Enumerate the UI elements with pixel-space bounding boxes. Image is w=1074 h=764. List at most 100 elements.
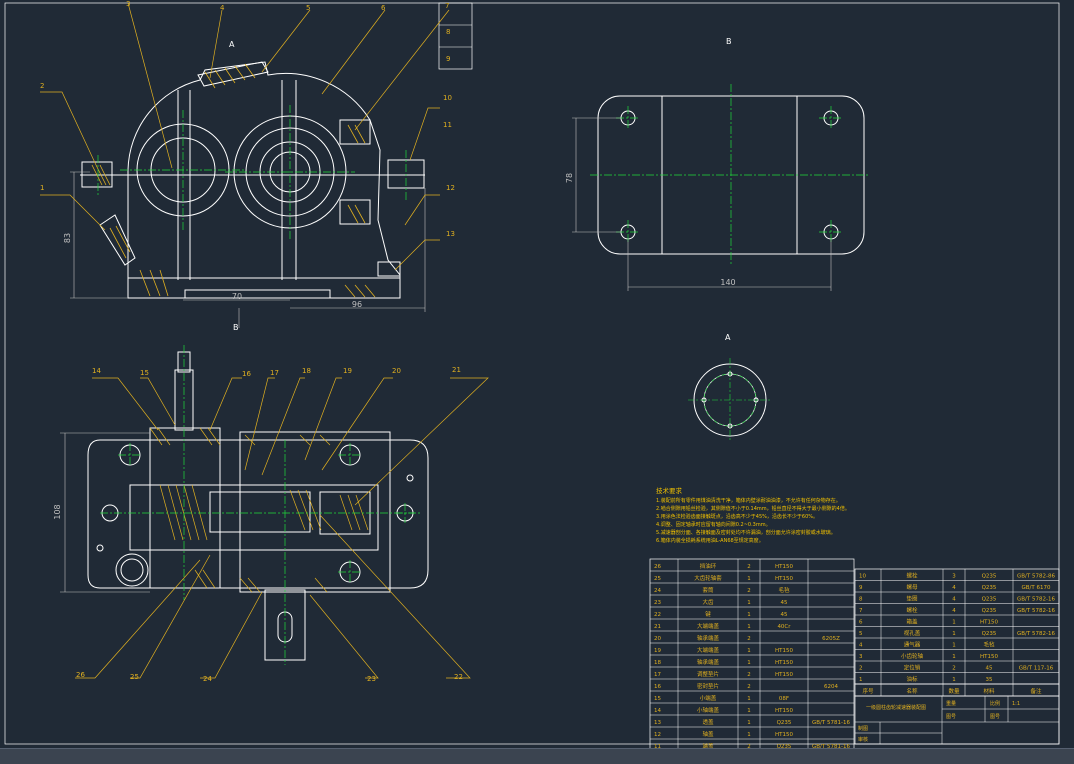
bom-right-cell: GB/T 5782-16 [1017, 631, 1055, 637]
dim-base-height: 78 [565, 173, 574, 183]
bom-left-cell: 2 [747, 684, 751, 690]
part-label-9: 9 [446, 55, 450, 63]
bom-left-cell: HT150 [775, 648, 793, 654]
part-label-19: 19 [343, 367, 352, 375]
front-leader-lines [40, 2, 450, 271]
gear-mesh [209, 491, 311, 533]
front-hatching [91, 63, 376, 298]
dim-front-height: 83 [63, 233, 72, 243]
top-centerlines [100, 345, 420, 665]
bom-left-cell: 小轴端盖 [697, 706, 720, 714]
bom-left-cell: HT150 [775, 564, 793, 570]
bom-left-cell: 2 [747, 588, 751, 594]
bom-left-cell: 1 [747, 624, 751, 630]
bom-header-cell: 备注 [1030, 687, 1042, 695]
bom-left-cell: 08F [779, 696, 789, 702]
bom-left-cell: 大齿 [702, 598, 714, 606]
bom-left-cell: HT150 [775, 732, 793, 738]
part-label-11: 11 [443, 121, 452, 129]
bom-left-cell: 11 [654, 744, 661, 748]
bom-left-cell: 端盖 [702, 742, 714, 748]
part-label-15: 15 [140, 369, 149, 377]
bolt-boss-upper [339, 119, 371, 145]
drawing-frame [4, 2, 1060, 745]
part-label-2: 2 [40, 82, 44, 90]
part-label-3: 3 [126, 0, 130, 8]
bom-left-cell: 透盖 [702, 718, 714, 726]
part-label-7: 7 [445, 2, 449, 10]
part-label-14: 14 [92, 367, 101, 375]
bom-left-cell: Q235 [777, 744, 792, 748]
bom-left-cell: 45 [781, 612, 788, 618]
top-leader-lines [75, 377, 489, 679]
bom-left-cell: 15 [654, 696, 661, 702]
bom-right-cell: 1 [859, 677, 863, 683]
bom-right-cell: GB/T 117-16 [1019, 666, 1054, 672]
scale-label: 比例 [990, 700, 1000, 707]
bom-left-cell: 6204 [824, 684, 838, 690]
bom-left-cell: 24 [654, 588, 661, 594]
drawing-number-label: 图号 [946, 714, 956, 720]
part-label-16: 16 [242, 370, 251, 378]
bom-header-row: 序号名称数量材料备注 [854, 683, 1060, 745]
bom-left-cell: 21 [654, 624, 661, 630]
bom-header-cell: 名称 [906, 687, 918, 695]
bom-right-cell: 7 [859, 608, 863, 614]
frame-corner-box [438, 2, 473, 70]
view-a-cover [688, 358, 772, 442]
base-flange [127, 277, 401, 299]
bom-right-cell: 4 [952, 585, 956, 591]
bom-right-cell: 8 [859, 597, 863, 603]
bom-right-cell: 通气器 [904, 641, 921, 649]
bom-right-cell: 35 [986, 677, 993, 683]
bom-right-cell: 6 [859, 620, 863, 626]
bom-left-cell: 毛毡 [778, 586, 790, 594]
bom-left-cell: 1 [747, 708, 751, 714]
tech-note-4: 4.调整、固定轴承时应留有轴向间隙0.2~0.3mm。 [656, 521, 771, 528]
tech-note-3: 3.用涂色法检验齿面接触斑点，沿齿高不少于45%，沿齿长不少于60%。 [656, 513, 818, 520]
bom-left-cell: Q235 [777, 720, 792, 726]
bom-right-cell: 4 [859, 643, 863, 649]
part-label-6: 6 [381, 4, 386, 12]
front-centerlines [97, 105, 407, 240]
part-label-26: 26 [76, 671, 85, 679]
bom-left-cell: 小端盖 [700, 694, 717, 702]
bom-left-cell: 1 [747, 720, 751, 726]
bom-left-cell: HT150 [775, 576, 793, 582]
part-label-10: 10 [443, 94, 452, 102]
bom-left-cell: 1 [747, 612, 751, 618]
bom-right-cell: 箱盖 [906, 618, 918, 626]
dim-top-height: 108 [53, 504, 62, 519]
bom-right-cell: 4 [952, 597, 956, 603]
bom-left-cell: GB/T 5781-16 [812, 720, 850, 726]
part-label-25: 25 [130, 673, 139, 681]
bom-left-cell: 6205Z [822, 636, 840, 642]
bom-right-cell: Q235 [982, 585, 997, 591]
bom-left-cell: 18 [654, 660, 661, 666]
bom-left-cell: 45 [781, 600, 788, 606]
drawing-background [0, 0, 1074, 748]
tech-note-2: 2.啮合侧隙用铅丝检验，其侧隙值不小于0.14mm，铅丝直径不得大于最小侧隙的4… [656, 505, 850, 512]
bom-right-cell: GB/T 6170 [1022, 585, 1051, 591]
cad-drawing-canvas[interactable]: 83 70 96 A B 1 2 3 4 5 6 7 8 9 10 11 12 … [0, 0, 1074, 748]
part-label-17: 17 [270, 369, 279, 377]
bom-right-cell: 毛毡 [983, 641, 995, 649]
bom-left-cell: HT150 [775, 708, 793, 714]
front-view [80, 61, 425, 299]
bom-right-cell: 9 [859, 585, 863, 591]
status-bar [0, 748, 1074, 764]
bom-right-cell: 1 [952, 620, 956, 626]
bom-left-cell: 40Cr [777, 624, 791, 630]
bom-right-cell: 螺母 [906, 583, 918, 591]
bom-right-cell: 1 [952, 631, 956, 637]
bom-left-cell: 大端端盖 [697, 646, 720, 654]
bom-left-cell: 挡油环 [700, 562, 717, 570]
bom-right-cell: GB/T 5782-86 [1017, 574, 1055, 580]
tech-notes-title: 技术要求 [656, 486, 683, 495]
top-view-outline [87, 439, 429, 589]
sheet-label: 图号 [990, 714, 1000, 720]
part-label-22: 22 [454, 673, 463, 681]
bom-right-cell: 3 [859, 654, 863, 660]
bolt-boss-lower [339, 199, 371, 225]
